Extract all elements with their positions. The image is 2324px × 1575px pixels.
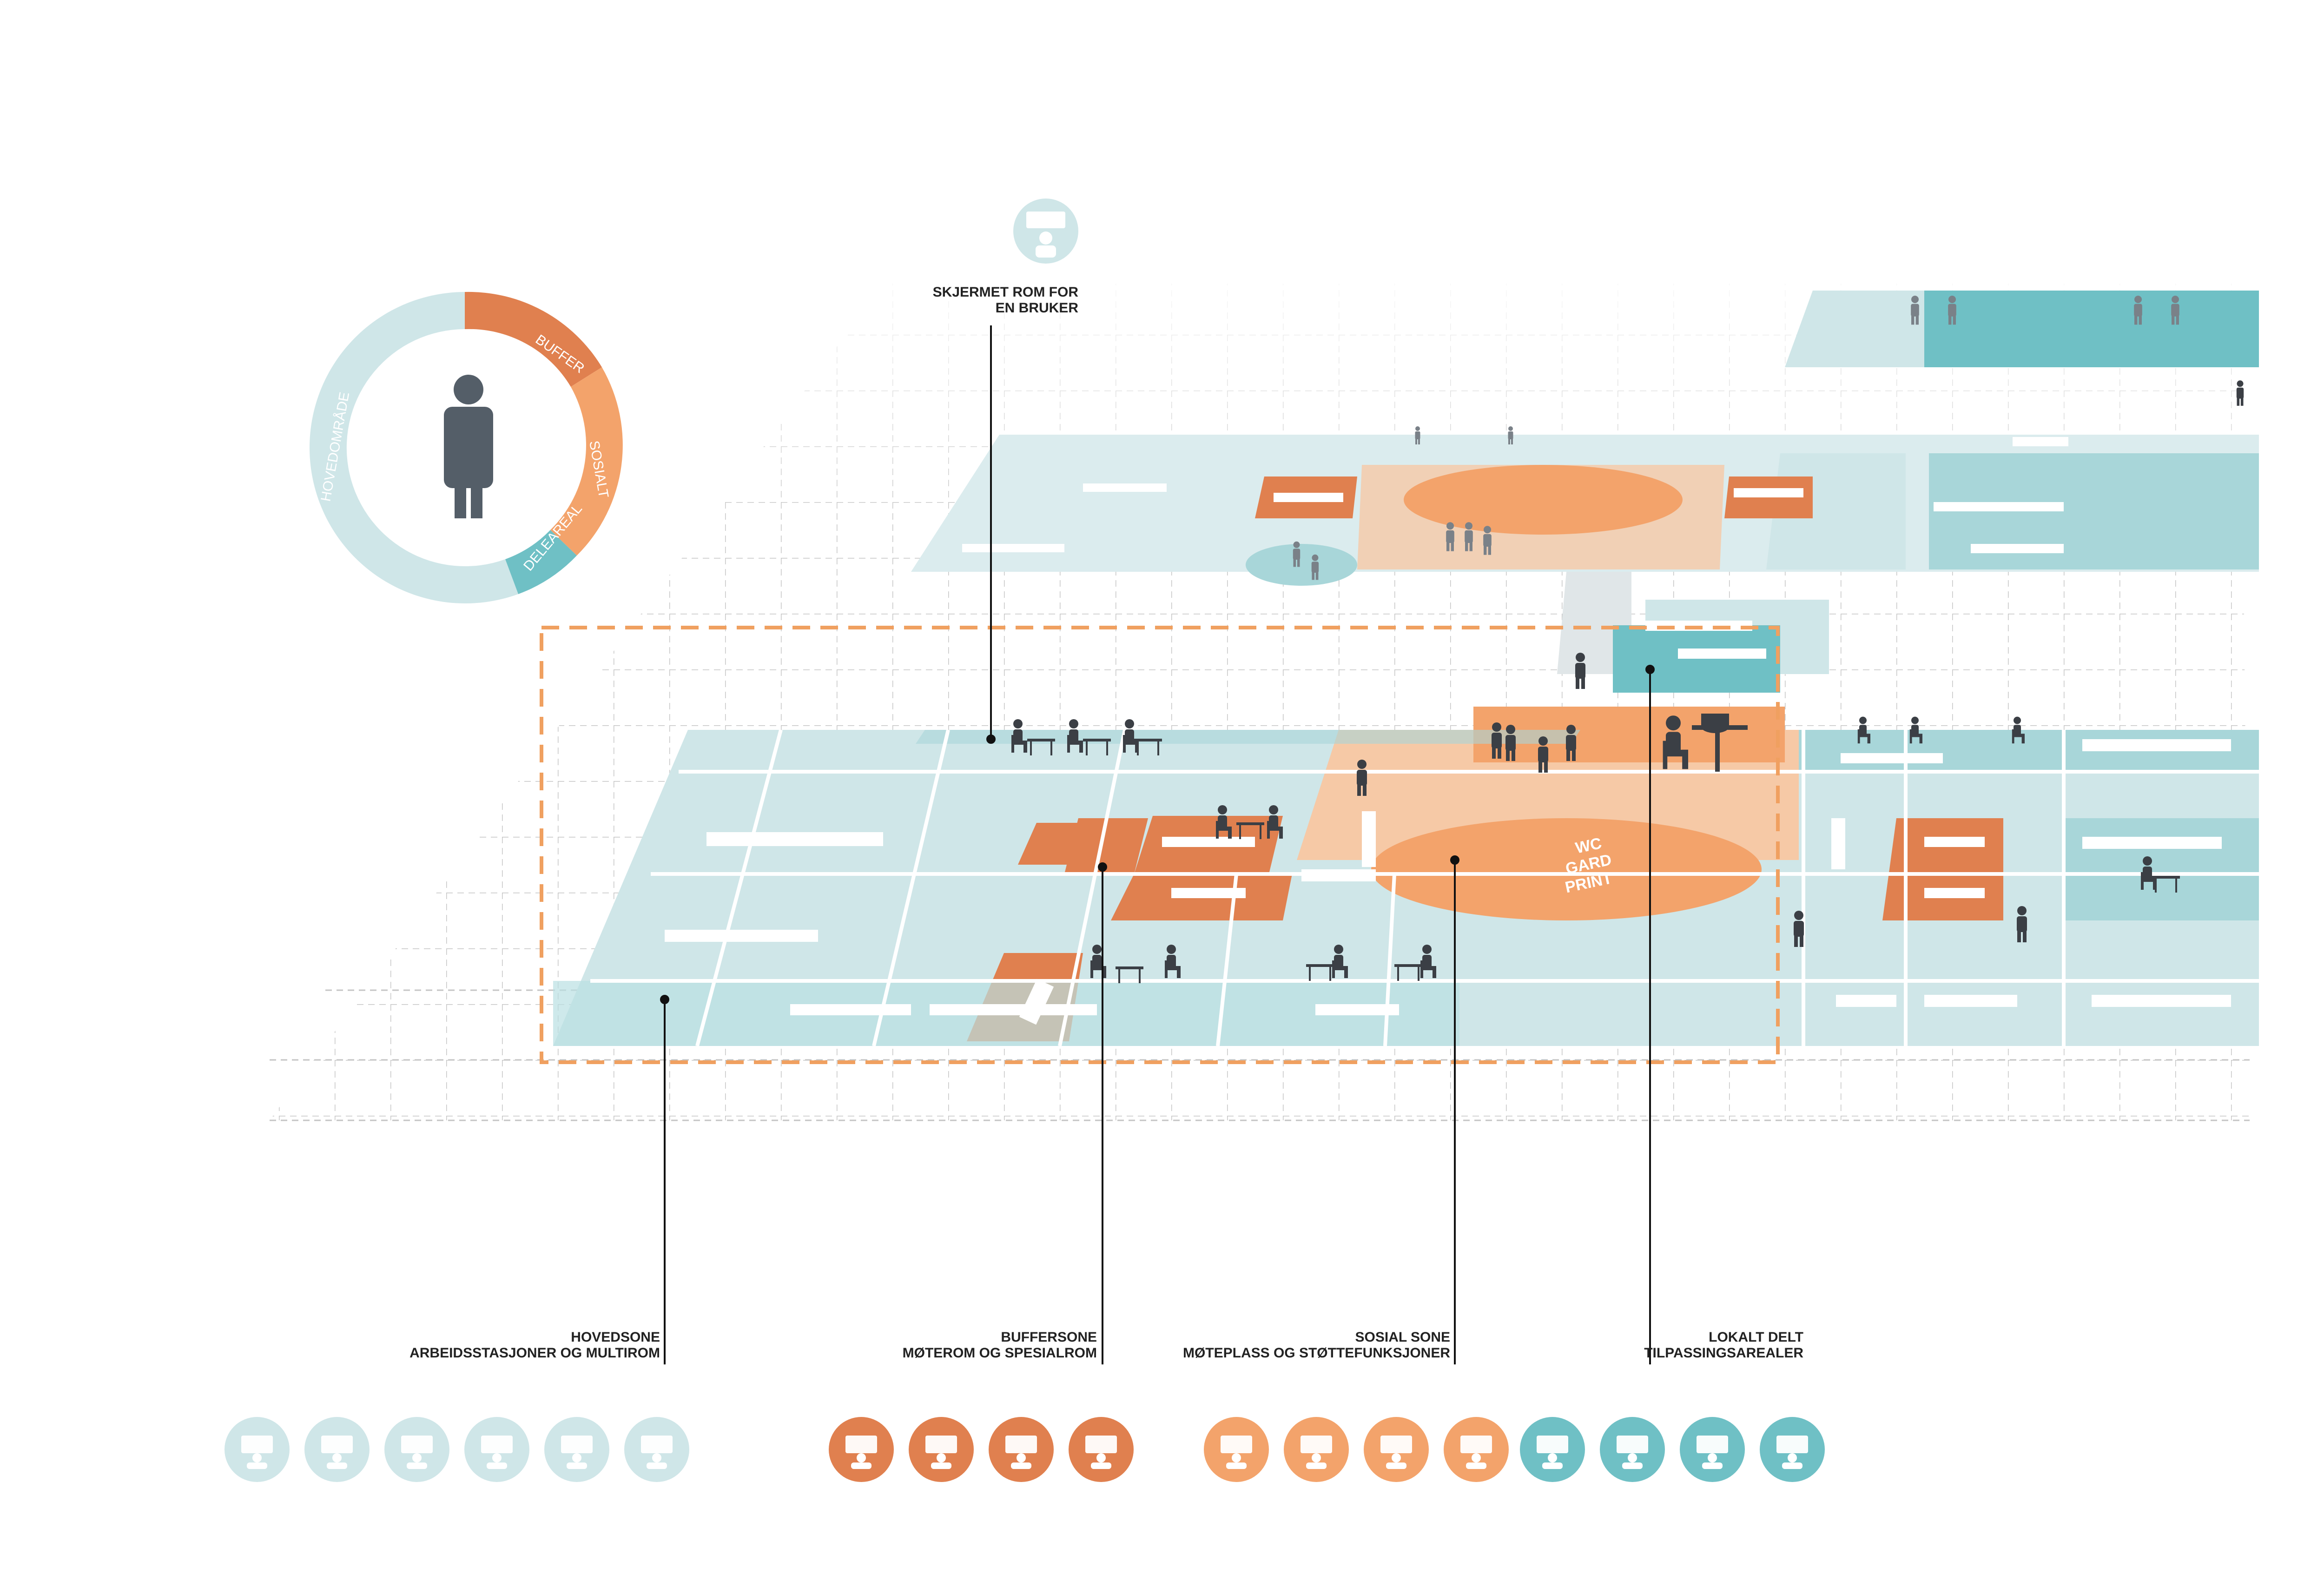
meeting-room-icon: [909, 1417, 974, 1482]
printer-icon: [1284, 1417, 1349, 1482]
zone-label-sosial-sone: SOSIAL SONE MØTEPLASS OG STØTTEFUNKSJONE…: [1176, 1330, 1450, 1361]
zone-label-buffersone: BUFFERSONE MØTEROM OG SPESIALROM: [865, 1330, 1097, 1361]
zone-label-lokalt-delt: LOKALT DELT TILPASSINGSAREALER: [1571, 1330, 1803, 1361]
person-icon: [444, 375, 493, 518]
zone-title: SOSIAL SONE: [1355, 1330, 1451, 1345]
ring-segment-hovedomraade: [309, 292, 518, 603]
legend-icons: [224, 1417, 1825, 1482]
callout-line1: SKJERMET ROM FOR: [932, 285, 1078, 300]
people-figures: [1011, 380, 2244, 983]
zone-subtitle: ARBEIDSSTASJONER OG MULTIROM: [409, 1345, 660, 1361]
zone-label-hovedsone: HOVEDSONE ARBEIDSSTASJONER OG MULTIROM: [409, 1330, 660, 1361]
workstations-icon: [384, 1417, 449, 1482]
ring-segment-sosialt: [550, 367, 623, 556]
zone-title: HOVEDSONE: [571, 1330, 660, 1345]
idea-presentation-icon: [989, 1417, 1054, 1482]
ring-segment-buffer: [465, 291, 602, 387]
zone-title: LOKALT DELT: [1709, 1330, 1803, 1345]
outdoor-tree-icon: [1680, 1417, 1745, 1482]
wardrobe-icon: [1444, 1417, 1509, 1482]
single-user-room-icon: [1013, 199, 1078, 264]
video-meeting-icon: [224, 1417, 290, 1482]
group-workstations-icon: [544, 1417, 609, 1482]
callout-skjermet-rom: SKJERMET ROM FOR EN BRUKER: [874, 285, 1078, 316]
hovedsone-frame: [540, 626, 1780, 1064]
zone-subtitle: MØTEPLASS OG STØTTEFUNKSJONER: [1182, 1345, 1450, 1361]
zone-subtitle: MØTEROM OG SPESIALROM: [902, 1345, 1097, 1361]
table-glyphs: [665, 437, 2231, 1025]
shared-screens-icon: [1600, 1417, 1665, 1482]
connected-users-icon: [464, 1417, 529, 1482]
ring-segment-delearea: [505, 530, 577, 594]
lounge-sofa-icon: [1069, 1417, 1134, 1482]
zone-subtitle: TILPASSINGSAREALER: [1644, 1345, 1803, 1361]
top-right-strip: [1785, 291, 2259, 367]
shared-sofa-icon: [1520, 1417, 1585, 1482]
quiet-rest-icon: [1760, 1417, 1825, 1482]
single-user-screen-icon: [304, 1417, 370, 1482]
zone-title: BUFFERSONE: [1001, 1330, 1097, 1345]
network-map-icon: [624, 1417, 689, 1482]
leader-lines: [660, 325, 1655, 1364]
lockers-icon: [1364, 1417, 1429, 1482]
meeting-point-icon: [1204, 1417, 1269, 1482]
video-conference-icon: [829, 1417, 894, 1482]
callout-line2: EN BRUKER: [995, 300, 1078, 316]
